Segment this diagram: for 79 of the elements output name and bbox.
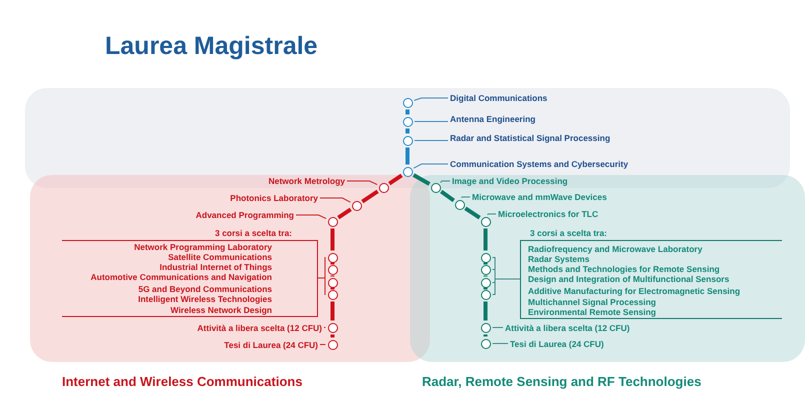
- station-circle: [328, 216, 338, 226]
- track-line: [406, 110, 410, 114]
- station-circle: [480, 216, 490, 226]
- course-label: Wireless Network Design: [170, 305, 272, 315]
- course-label: 5G and Beyond Communications: [138, 284, 272, 294]
- leader-line: [320, 344, 326, 345]
- course-label: Attività a libera scelta (12 CFU): [505, 323, 630, 333]
- course-label: Methods and Technologies for Remote Sensing: [528, 264, 720, 274]
- station-circle: [352, 200, 362, 210]
- course-label: Industrial Internet of Things: [160, 262, 272, 272]
- leader-line: [414, 98, 448, 101]
- course-label: Radiofrequency and Microwave Laboratory: [528, 244, 702, 254]
- course-label: Intelligent Wireless Technologies: [138, 294, 272, 304]
- track-line: [330, 228, 334, 250]
- leader-line: [487, 214, 496, 216]
- title: Laurea Magistrale: [105, 32, 318, 61]
- track-line: [337, 208, 352, 220]
- course-label: Antenna Engineering: [450, 114, 536, 124]
- track-line: [406, 148, 410, 164]
- station-circle: [480, 252, 490, 262]
- course-label: Photonics Laboratory: [230, 193, 318, 203]
- leader-line: [413, 164, 448, 169]
- station-circle: [480, 322, 490, 332]
- leader-line: [318, 278, 326, 295]
- leader-line: [414, 140, 448, 141]
- track-heading: Radar, Remote Sensing and RF Technologies: [422, 374, 702, 390]
- leader-line: [461, 196, 470, 198]
- course-label: Radar Systems: [528, 254, 590, 264]
- leader-line: [320, 198, 351, 203]
- track-line: [464, 206, 481, 220]
- course-label: Microwave and mmWave Devices: [472, 192, 607, 202]
- course-label: Communication Systems and Cybersecurity: [450, 159, 628, 169]
- course-label: Attività a libera scelta (12 CFU): [197, 323, 322, 333]
- track-line: [330, 334, 334, 338]
- leader-line: [492, 343, 508, 344]
- choice-heading: 3 corsi a scelta tra:: [530, 228, 608, 238]
- track-line: [361, 190, 379, 204]
- track-line: [412, 173, 430, 186]
- station-circle: [480, 338, 490, 348]
- track-line: [388, 174, 403, 186]
- station-circle: [328, 278, 338, 288]
- course-label: Radar and Statistical Signal Processing: [450, 133, 610, 143]
- course-label: Environmental Remote Sensing: [528, 307, 656, 317]
- course-label: Digital Communications: [450, 93, 548, 103]
- station-circle: [454, 200, 464, 210]
- station-circle: [480, 278, 490, 288]
- station-circle: [328, 252, 338, 262]
- leader-line: [414, 121, 448, 122]
- track-heading: Internet and Wireless Communications: [62, 374, 302, 390]
- course-label: Automotive Communications and Navigation: [90, 272, 272, 282]
- course-label: Image and Video Processing: [452, 176, 568, 186]
- leader-line: [440, 180, 450, 184]
- station-circle: [328, 340, 338, 350]
- track-line: [330, 302, 334, 320]
- station-circle: [328, 290, 338, 300]
- track-line: [484, 228, 488, 250]
- station-circle: [480, 264, 490, 274]
- track-line: [484, 302, 488, 320]
- course-label: Multichannel Signal Processing: [528, 297, 656, 307]
- leader-line: [346, 180, 378, 186]
- track-line: [440, 190, 455, 202]
- station-circle: [480, 290, 490, 300]
- course-label: Tesi di Laurea (24 CFU): [224, 340, 318, 350]
- track-line: [484, 334, 488, 336]
- course-label: Advanced Programming: [196, 210, 294, 220]
- course-label: Microelectronics for TLC: [498, 209, 598, 219]
- track-line: [406, 128, 410, 134]
- course-label: Additive Manufacturing for Electromagnetic Sensing: [528, 286, 740, 296]
- choice-heading: 3 corsi a scelta tra:: [214, 228, 292, 238]
- course-label: Satellite Communications: [168, 252, 272, 262]
- leader-line: [492, 327, 504, 328]
- course-label: Network Metrology: [268, 176, 345, 186]
- course-label: Design and Integration of Multifunctional Sensors: [528, 274, 730, 284]
- leader-line: [296, 214, 327, 220]
- station-circle: [328, 322, 338, 332]
- station-circle: [328, 264, 338, 274]
- leader-line: [492, 278, 520, 295]
- course-label: Network Programming Laboratory: [134, 242, 272, 252]
- course-label: Tesi di Laurea (24 CFU): [510, 339, 604, 349]
